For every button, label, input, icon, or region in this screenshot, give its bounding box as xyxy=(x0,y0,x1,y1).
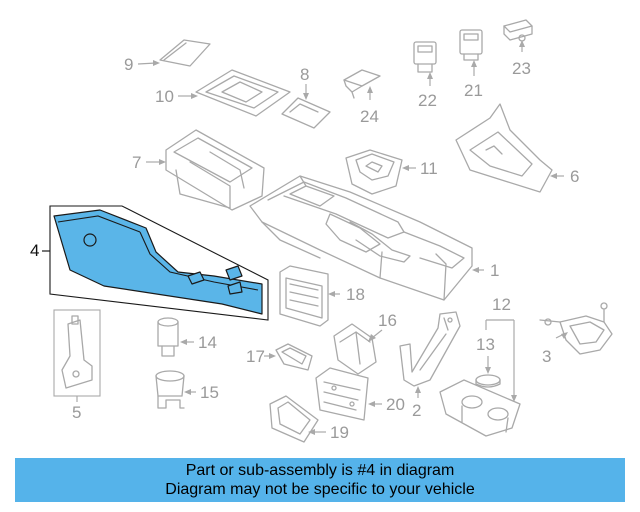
callout-10[interactable]: 10 xyxy=(155,87,198,106)
svg-text:23: 23 xyxy=(512,59,531,78)
svg-text:14: 14 xyxy=(198,333,217,352)
svg-text:11: 11 xyxy=(420,159,438,178)
part-3-shape xyxy=(539,302,613,355)
part-19-shape xyxy=(269,395,319,443)
svg-text:9: 9 xyxy=(124,55,133,74)
svg-text:12: 12 xyxy=(492,295,511,314)
part-6-shape xyxy=(455,103,553,193)
callout-18[interactable]: 18 xyxy=(328,285,365,304)
svg-text:2: 2 xyxy=(412,401,421,420)
info-banner: Part or sub-assembly is #4 in diagram Di… xyxy=(15,458,625,502)
svg-text:24: 24 xyxy=(360,107,379,126)
svg-text:10: 10 xyxy=(155,87,174,106)
callout-14[interactable]: 14 xyxy=(180,333,217,352)
part-9-shape xyxy=(159,39,211,67)
svg-text:8: 8 xyxy=(300,65,309,84)
svg-text:4: 4 xyxy=(30,241,39,260)
callout-6[interactable]: 6 xyxy=(550,167,579,186)
banner-line-1: Part or sub-assembly is #4 in diagram xyxy=(185,462,455,479)
callout-21[interactable]: 21 xyxy=(464,60,483,100)
parts-diagram: 9 10 8 24 22 xyxy=(30,19,613,443)
callout-24[interactable]: 24 xyxy=(360,86,379,126)
part-18-shape xyxy=(279,265,329,327)
callout-8[interactable]: 8 xyxy=(300,65,309,100)
callout-3[interactable]: 3 xyxy=(542,332,568,366)
svg-text:13: 13 xyxy=(476,335,495,354)
svg-text:22: 22 xyxy=(418,91,437,110)
callout-5[interactable]: 5 xyxy=(72,396,81,422)
part-21-shape xyxy=(459,29,483,61)
callout-4[interactable]: 4 xyxy=(30,241,50,260)
part-1-shape xyxy=(249,175,473,301)
svg-text:7: 7 xyxy=(132,153,141,172)
callout-13[interactable]: 13 xyxy=(476,335,495,374)
part-10-shape xyxy=(195,69,291,117)
part-2-shape xyxy=(399,311,461,387)
svg-text:3: 3 xyxy=(542,347,551,366)
part-20-shape xyxy=(315,367,369,421)
callout-20[interactable]: 20 xyxy=(368,395,405,414)
callout-16[interactable]: 16 xyxy=(368,311,397,342)
svg-text:18: 18 xyxy=(346,285,365,304)
svg-text:21: 21 xyxy=(464,81,483,100)
callout-12[interactable]: 12 xyxy=(485,295,517,402)
part-7-shape xyxy=(165,129,265,211)
callout-2[interactable]: 2 xyxy=(412,386,421,420)
callout-11[interactable]: 11 xyxy=(402,159,438,178)
part-24-shape xyxy=(343,69,381,99)
part-16-shape xyxy=(333,323,377,375)
callout-15[interactable]: 15 xyxy=(184,383,219,402)
banner-line-2: Diagram may not be specific to your vehi… xyxy=(165,481,475,498)
callout-22[interactable]: 22 xyxy=(418,72,437,110)
part-17-shape xyxy=(275,343,313,371)
callout-17[interactable]: 17 xyxy=(246,347,276,366)
part-23-shape xyxy=(503,19,533,42)
svg-text:1: 1 xyxy=(490,261,499,280)
svg-text:20: 20 xyxy=(386,395,405,414)
part-8-shape xyxy=(281,97,331,129)
part-15-shape xyxy=(155,370,185,409)
svg-text:15: 15 xyxy=(200,383,219,402)
svg-text:6: 6 xyxy=(570,167,579,186)
callout-19[interactable]: 19 xyxy=(308,423,349,442)
callout-7[interactable]: 7 xyxy=(132,153,166,172)
svg-text:17: 17 xyxy=(246,347,265,366)
svg-text:16: 16 xyxy=(378,311,397,330)
part-4-inset xyxy=(49,205,269,321)
svg-text:19: 19 xyxy=(330,423,349,442)
part-22-shape xyxy=(413,41,437,73)
part-11-shape xyxy=(345,149,403,195)
svg-text:5: 5 xyxy=(72,403,81,422)
part-5-shape xyxy=(53,309,101,397)
callout-9[interactable]: 9 xyxy=(124,55,160,74)
part-13-shape xyxy=(475,374,501,388)
part-12-shape xyxy=(439,379,521,437)
callout-23[interactable]: 23 xyxy=(512,40,531,78)
part-14-shape xyxy=(157,317,179,357)
callout-1[interactable]: 1 xyxy=(472,261,499,280)
